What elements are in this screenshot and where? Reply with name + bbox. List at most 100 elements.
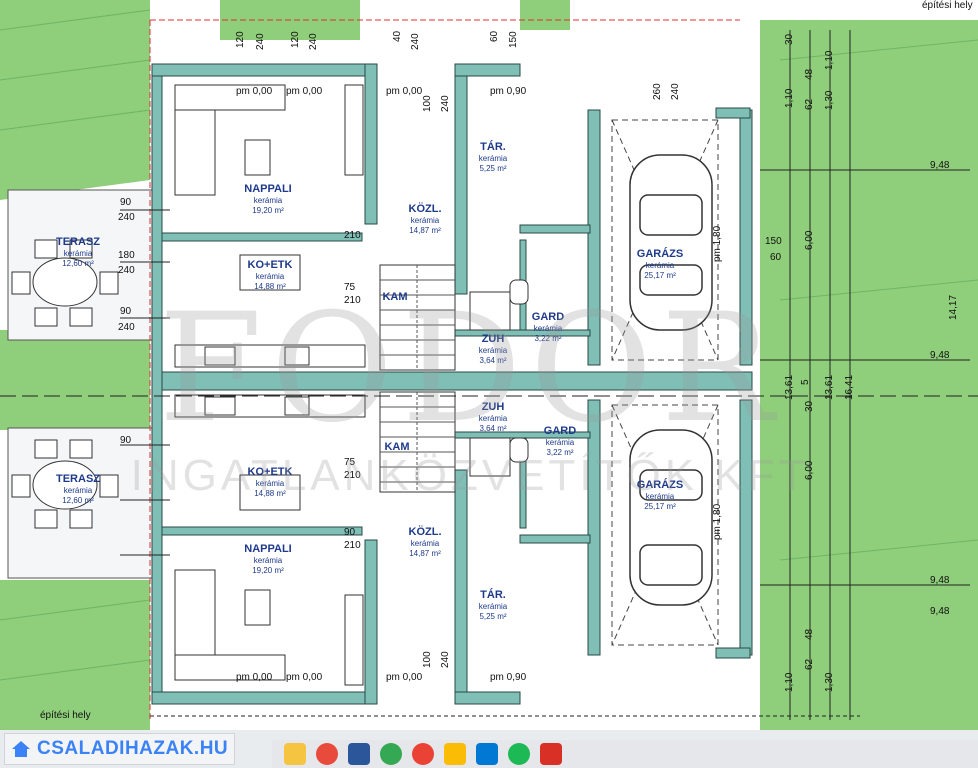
furniture bbox=[11, 84, 529, 686]
room-area-terasz-top: 12,60 m² bbox=[62, 259, 94, 268]
browser-icon[interactable] bbox=[316, 743, 338, 765]
dim-label: 6,00 bbox=[804, 230, 815, 250]
room-name-nappali-top: NAPPALI bbox=[244, 183, 291, 195]
stairs bbox=[379, 264, 456, 493]
dimension-lines bbox=[0, 19, 978, 720]
app-icon[interactable] bbox=[508, 743, 530, 765]
pm-label: pm 0,00 bbox=[236, 672, 273, 683]
room-area-zuh-top: 3,64 m² bbox=[479, 356, 506, 365]
room-area-terasz-bot: 12,60 m² bbox=[62, 496, 94, 505]
room-name-garazs-top: GARÁZS bbox=[637, 247, 683, 260]
room-name-konyha-bot: KO+ETK bbox=[248, 466, 293, 478]
dim-label: 210 bbox=[344, 295, 361, 306]
room-floor-kozl-top: kerámia bbox=[411, 216, 440, 225]
dim-label: 260 bbox=[652, 83, 663, 100]
dim-label: 1,10 bbox=[784, 672, 795, 692]
room-floor-tar-top: kerámia bbox=[479, 154, 508, 163]
dim-label: 60 bbox=[489, 30, 500, 42]
room-floor-nappali-top: kerámia bbox=[254, 196, 283, 205]
room-name-kam-top: KAM bbox=[382, 291, 407, 303]
dim-label: 100 bbox=[422, 651, 433, 668]
room-area-gard-top: 3,22 m² bbox=[534, 334, 561, 343]
room-name-gard-bot: GARD bbox=[544, 425, 576, 437]
svg-text:INGATLANKÖZVETÍTŐK KFT: INGATLANKÖZVETÍTŐK KFT bbox=[131, 451, 810, 500]
dim-label: 240 bbox=[255, 33, 266, 50]
room-area-tar-top: 5,25 m² bbox=[479, 164, 506, 173]
room-floor-kozl-bot: kerámia bbox=[411, 539, 440, 548]
room-area-kozl-top: 14,87 m² bbox=[409, 226, 441, 235]
room-floor-gard-bot: kerámia bbox=[546, 438, 575, 447]
dim-label: 48 bbox=[804, 628, 815, 640]
car-icon bbox=[629, 154, 713, 606]
site-logo[interactable]: CSALADIHAZAK.HU bbox=[4, 733, 236, 765]
pm-label: pm 0,00 bbox=[386, 672, 423, 683]
dim-label: 9,48 bbox=[930, 606, 950, 617]
room-name-terasz-top: TERASZ bbox=[56, 236, 100, 248]
dim-label: 62 bbox=[804, 98, 815, 110]
room-name-kam-bot: KAM bbox=[384, 441, 409, 453]
room-floor-gard-top: kerámia bbox=[534, 324, 563, 333]
dim-label: 40 bbox=[392, 30, 403, 42]
app-icon[interactable] bbox=[444, 743, 466, 765]
dim-label: 13,61 bbox=[824, 375, 835, 400]
room-floor-garazs-top: kerámia bbox=[646, 261, 675, 270]
dim-label: 1,10 bbox=[784, 88, 795, 108]
dim-label: 90 bbox=[120, 306, 132, 317]
dim-label: 240 bbox=[410, 33, 421, 50]
room-floor-terasz-top: kerámia bbox=[64, 249, 93, 258]
dim-label: 1,10 bbox=[824, 50, 835, 70]
svg-text:FODOR: FODOR bbox=[158, 282, 781, 456]
dim-label: 6,00 bbox=[804, 460, 815, 480]
room-floor-terasz-bot: kerámia bbox=[64, 486, 93, 495]
room-floor-konyha-top: kerámia bbox=[256, 272, 285, 281]
building-line-label: építési hely bbox=[40, 710, 91, 721]
pm-label: pm 0,00 bbox=[286, 86, 323, 97]
dim-label: 150 bbox=[765, 236, 782, 247]
dim-label: 90 bbox=[344, 527, 356, 538]
word-icon[interactable] bbox=[348, 743, 370, 765]
dim-label: 30 bbox=[784, 33, 795, 45]
dim-label: 210 bbox=[344, 230, 361, 241]
dim-label: 60 bbox=[770, 252, 782, 263]
dim-label: 48 bbox=[804, 68, 815, 80]
pm-label: pm 0,90 bbox=[490, 86, 527, 97]
room-area-konyha-bot: 14,88 m² bbox=[254, 489, 286, 498]
room-floor-garazs-bot: kerámia bbox=[646, 492, 675, 501]
dim-label: 9,48 bbox=[930, 575, 950, 586]
room-name-nappali-bot: NAPPALI bbox=[244, 543, 291, 555]
room-area-nappali-top: 19,20 m² bbox=[252, 206, 284, 215]
room-area-tar-bot: 5,25 m² bbox=[479, 612, 506, 621]
chrome-icon[interactable] bbox=[380, 743, 402, 765]
site-logo-text: CSALADIHAZAK.HU bbox=[37, 738, 229, 759]
dim-label: 90 bbox=[120, 197, 132, 208]
room-name-gard-top: GARD bbox=[532, 311, 564, 323]
pm-label: pm 0,00 bbox=[386, 86, 423, 97]
dim-label: 240 bbox=[440, 651, 451, 668]
pm-label: pm 0,00 bbox=[286, 672, 323, 683]
dim-label: 75 bbox=[344, 457, 356, 468]
app-icon[interactable] bbox=[476, 743, 498, 765]
walls bbox=[151, 63, 753, 705]
dim-label: 14,17 bbox=[948, 295, 959, 320]
dim-label: 75 bbox=[344, 282, 356, 293]
room-floor-nappali-bot: kerámia bbox=[254, 556, 283, 565]
dim-label: 13,61 bbox=[784, 375, 795, 400]
pm-label: pm 0,90 bbox=[490, 672, 527, 683]
folder-icon[interactable] bbox=[284, 743, 306, 765]
dim-label: 120 bbox=[290, 31, 301, 48]
room-area-garazs-bot: 25,17 m² bbox=[644, 502, 676, 511]
taskbar bbox=[272, 740, 978, 768]
building-line-label: építési hely bbox=[922, 0, 973, 11]
dim-label: 16,41 bbox=[844, 375, 855, 400]
pm-label: pm 1,80 bbox=[712, 225, 723, 262]
dim-label: 240 bbox=[440, 95, 451, 112]
app-icon[interactable] bbox=[540, 743, 562, 765]
watermark: FODOR INGATLANKÖZVETÍTŐK KFT bbox=[131, 282, 810, 500]
room-name-kozl-bot: KÖZL. bbox=[409, 525, 442, 538]
app-icon[interactable] bbox=[412, 743, 434, 765]
dim-label: 240 bbox=[308, 33, 319, 50]
room-area-gard-bot: 3,22 m² bbox=[546, 448, 573, 457]
room-name-tar-bot: TÁR. bbox=[480, 588, 506, 601]
pm-label: pm 0,00 bbox=[236, 86, 273, 97]
